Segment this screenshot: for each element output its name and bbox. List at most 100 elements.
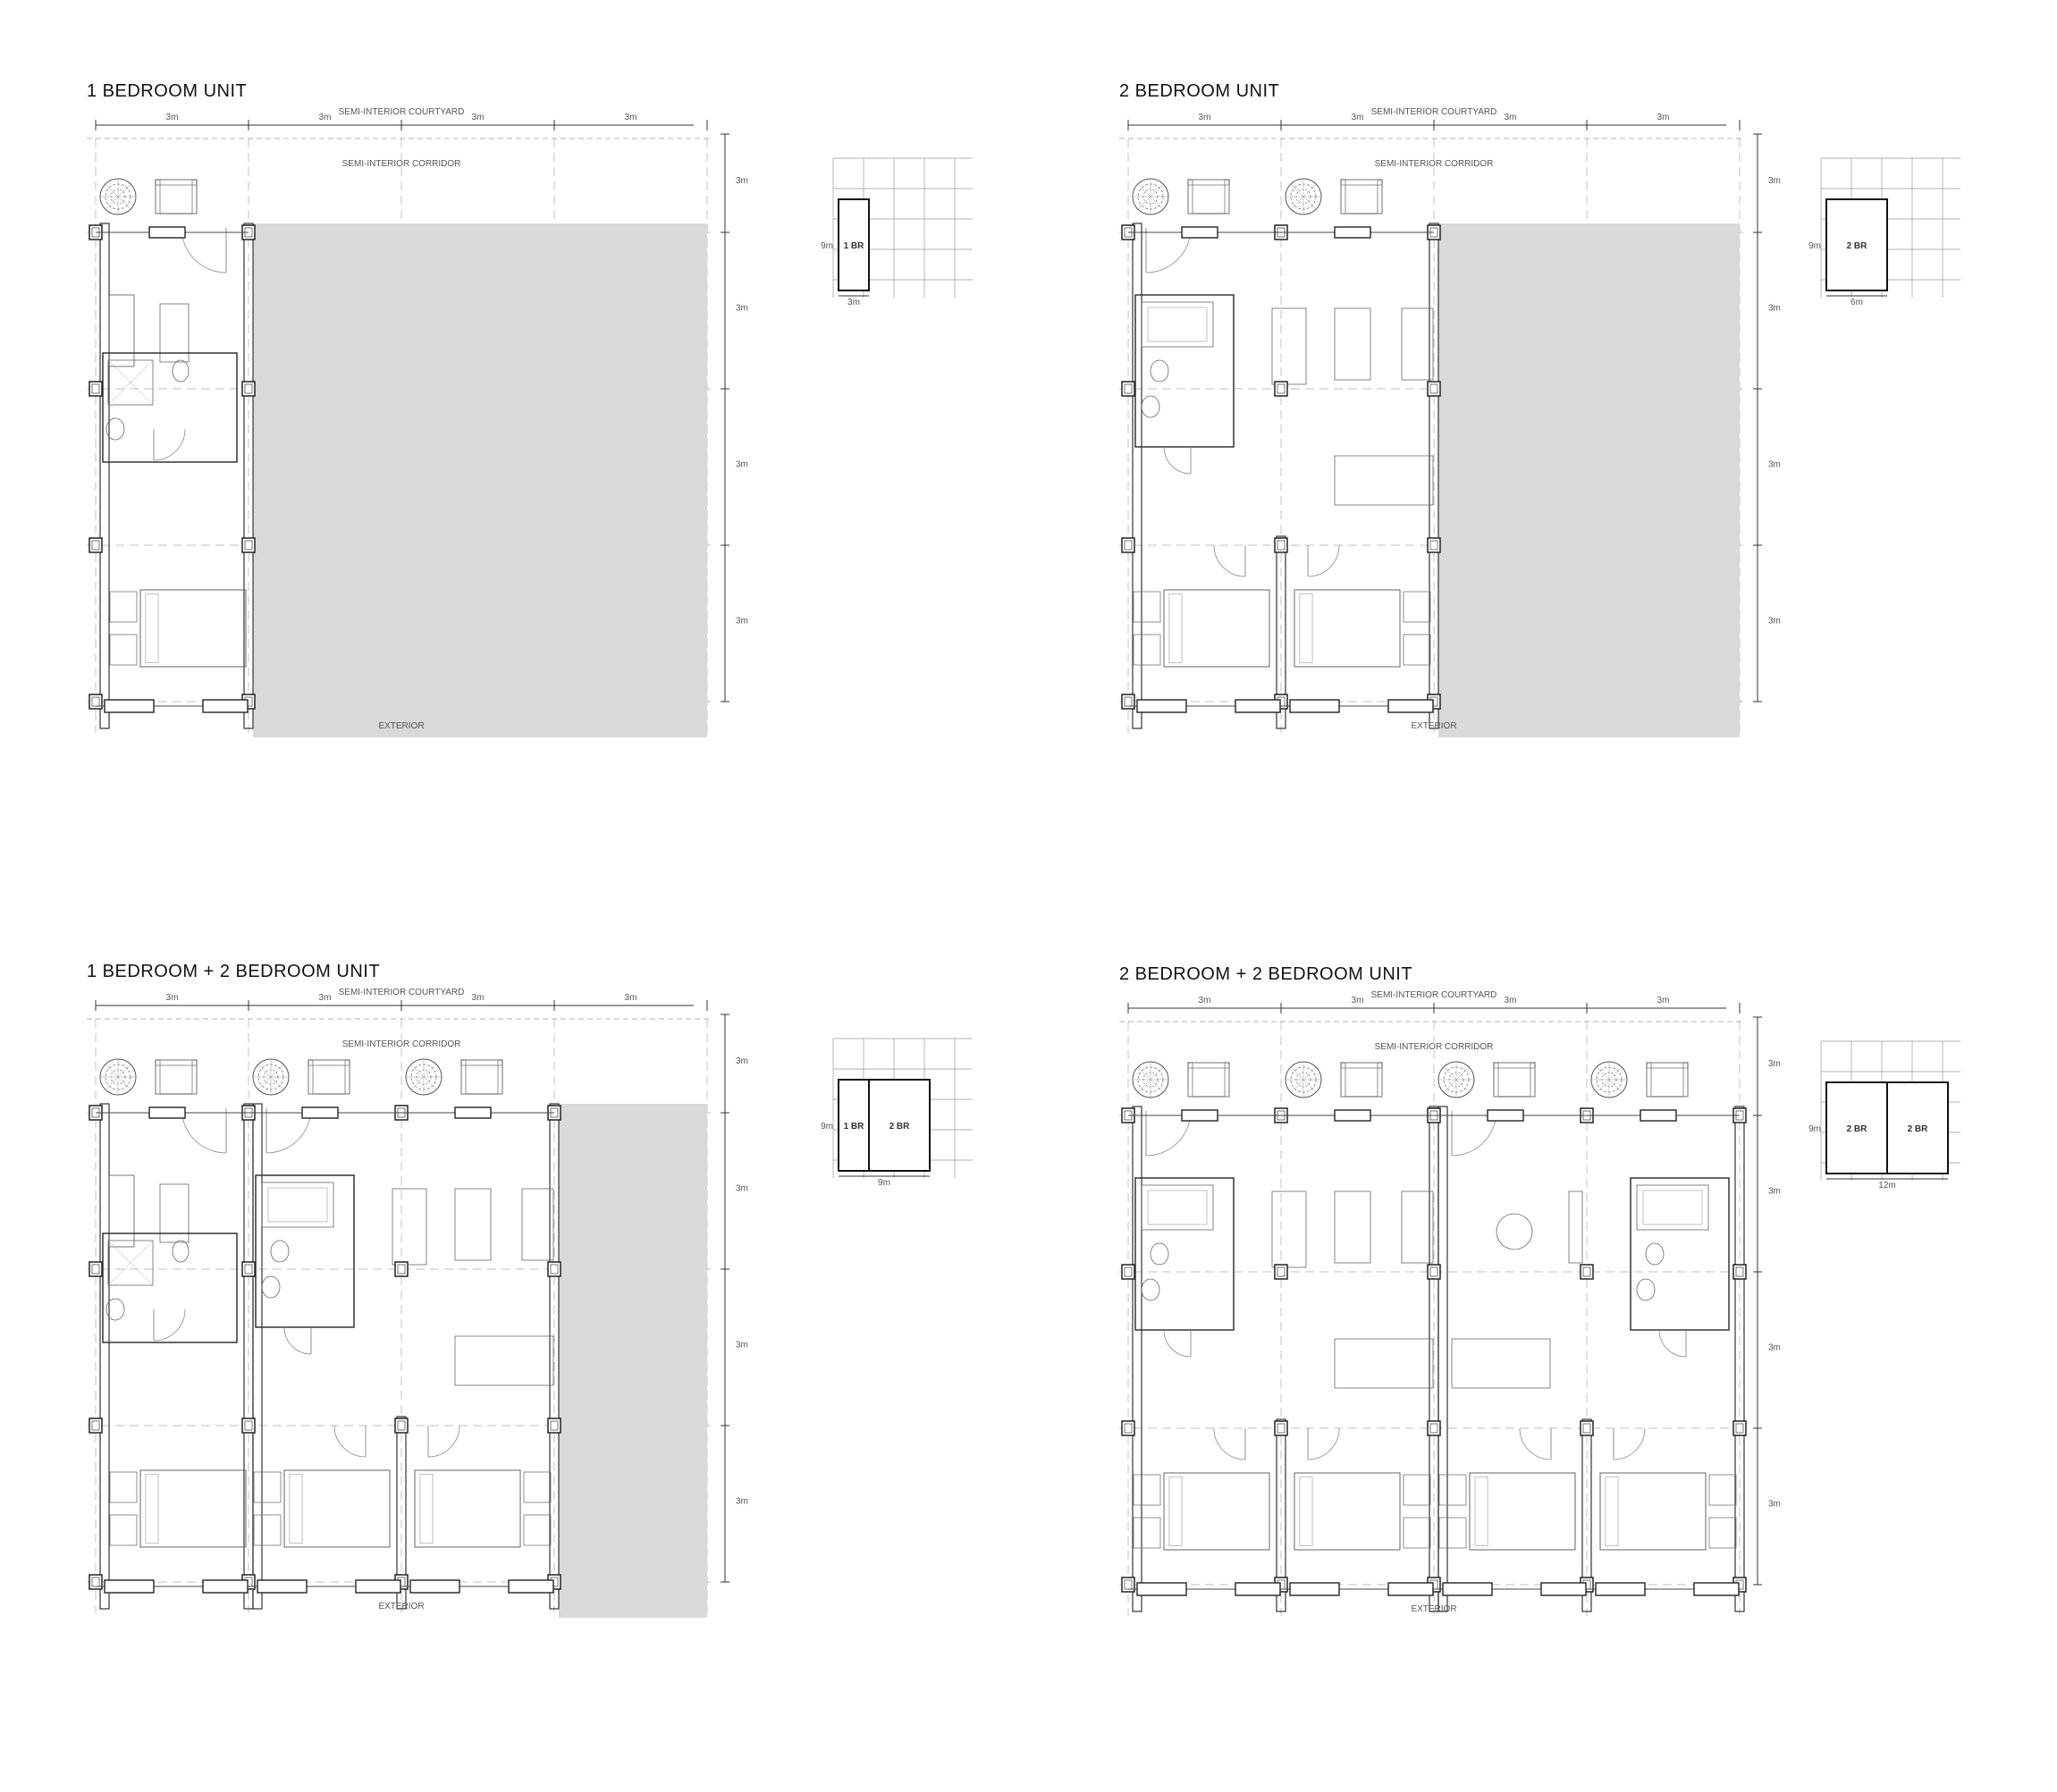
party-wall: [243, 223, 254, 729]
bathtub: [1141, 301, 1214, 348]
module-dimension: 3m: [472, 113, 485, 122]
bedroom-wall: [396, 1416, 407, 1610]
window: [1387, 1582, 1434, 1596]
window: [202, 699, 249, 713]
window: [1289, 699, 1340, 713]
wall: [549, 1103, 560, 1610]
key-unit-block: [1886, 1081, 1949, 1174]
bedside-table: [109, 1514, 138, 1546]
exterior-label: EXTERIOR: [378, 721, 424, 731]
kitchen-counter: [108, 1174, 135, 1248]
module-dimension: 3m: [736, 1056, 748, 1066]
window: [1540, 1582, 1587, 1596]
bedroom-door-swing: [1613, 1427, 1646, 1460]
bathroom-door-swing: [153, 1308, 186, 1342]
module-dimension: 3m: [1199, 996, 1211, 1005]
corridor-label: SEMI-INTERIOR CORRIDOR: [1375, 159, 1494, 169]
window: [104, 1579, 155, 1594]
key-depth-label: 9m: [1808, 241, 1821, 251]
unoccupied-area: [253, 223, 707, 737]
bedroom-wall: [1276, 1418, 1286, 1612]
plant-icon: [1437, 1061, 1475, 1098]
key-depth-label: 9m: [821, 241, 833, 251]
module-dimension: 3m: [736, 1341, 748, 1350]
module-dimension: 3m: [1768, 1187, 1781, 1197]
toilet: [172, 1240, 190, 1263]
window: [257, 1579, 308, 1594]
sink: [105, 1298, 125, 1321]
module-dimension: 3m: [1199, 113, 1211, 122]
structural-column: [547, 1261, 561, 1277]
entry-door-swing: [181, 1107, 227, 1154]
structural-column: [241, 537, 256, 553]
wall: [1132, 223, 1142, 729]
structural-column: [1274, 537, 1288, 553]
module-dimension: 3m: [166, 993, 179, 1003]
column-core: [1582, 1423, 1591, 1434]
structural-column: [89, 1261, 103, 1277]
module-dimension: 3m: [1505, 113, 1517, 122]
window: [1334, 1109, 1371, 1122]
bedside-table: [1438, 1474, 1467, 1506]
column-core: [1277, 1423, 1286, 1434]
bed-pillow-area: [419, 1474, 434, 1544]
structural-column: [89, 537, 103, 553]
column-core: [244, 1420, 253, 1431]
column-core: [244, 383, 253, 394]
sofa: [159, 303, 190, 363]
structural-column: [1274, 1420, 1288, 1436]
module-dimension: 3m: [1352, 996, 1364, 1005]
armchair-icon: [1187, 179, 1230, 215]
bed-pillow-area: [1168, 593, 1183, 663]
window: [301, 1106, 339, 1119]
shower: [107, 359, 154, 406]
plant-icon: [1132, 178, 1169, 215]
structural-column: [394, 1261, 409, 1277]
table: [1334, 1190, 1371, 1264]
kitchen-counter: [1334, 455, 1434, 506]
window: [1235, 699, 1281, 713]
bed: [1294, 1472, 1401, 1551]
column-core: [397, 1420, 406, 1431]
unoccupied-area: [559, 1104, 707, 1618]
window: [355, 1579, 401, 1594]
key-unit-block: [838, 198, 870, 291]
bedside-table: [1438, 1517, 1467, 1549]
courtyard-label: SEMI-INTERIOR COURTYARD: [1371, 990, 1497, 1000]
module-dimension: 3m: [736, 1497, 748, 1507]
bed: [1599, 1472, 1707, 1551]
kitchen-counter: [454, 1335, 554, 1386]
kitchen-counter: [108, 294, 135, 367]
bed-pillow-area: [289, 1474, 303, 1544]
key-width-label: 6m: [1850, 298, 1863, 307]
structural-column: [1121, 1264, 1135, 1280]
key-unit-label: 1 BR: [844, 241, 865, 251]
dining-table: [1496, 1213, 1533, 1250]
module-dimension: 3m: [736, 304, 748, 314]
window: [454, 1106, 492, 1119]
structural-column: [89, 1418, 103, 1434]
bed-pillow-area: [1168, 1477, 1183, 1547]
structural-column: [1274, 1264, 1288, 1280]
bathroom-wall: [1134, 1177, 1235, 1331]
sofa: [1401, 1190, 1434, 1264]
column-core: [91, 1264, 100, 1275]
structural-column: [241, 1418, 256, 1434]
bedside-table: [1403, 634, 1431, 666]
sink: [1636, 1278, 1656, 1301]
column-core: [1277, 383, 1286, 394]
structural-column: [1427, 1264, 1441, 1280]
column-core: [1735, 1423, 1744, 1434]
bathroom-wall: [102, 352, 238, 463]
key-width-label: 3m: [847, 298, 860, 307]
sofa: [159, 1183, 190, 1243]
module-dimension: 3m: [625, 993, 637, 1003]
toilet: [1150, 359, 1169, 383]
armchair-icon: [1187, 1062, 1230, 1098]
column-core: [1124, 540, 1133, 551]
